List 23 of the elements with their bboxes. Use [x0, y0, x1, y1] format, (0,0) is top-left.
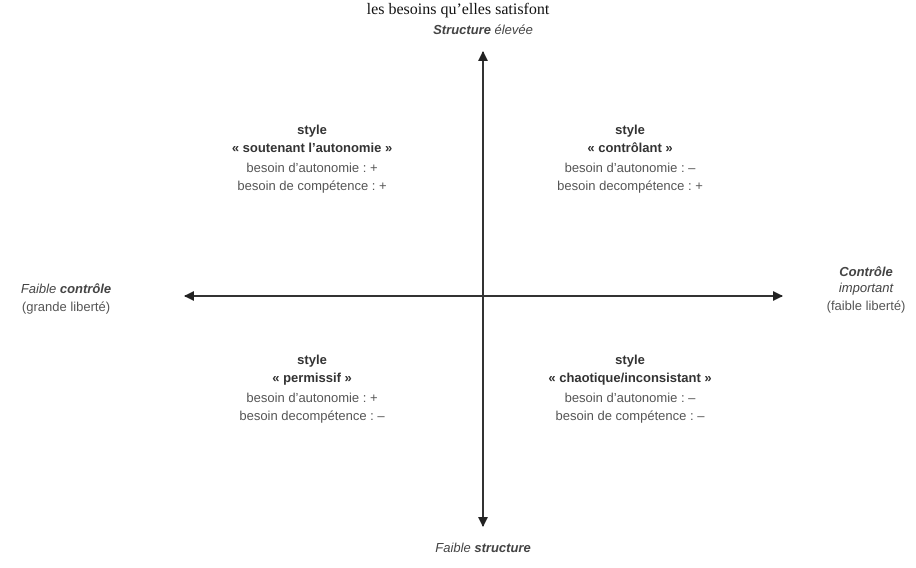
axis-note: (faible liberté) [826, 298, 906, 314]
axis-note: (grande liberté) [22, 299, 110, 315]
need-text: besoin decompétence : + [557, 178, 703, 194]
need-text: besoin d’autonomie : + [246, 160, 378, 176]
need-text: besoin d’autonomie : – [564, 390, 696, 406]
need-text: besoin de compétence : – [556, 408, 704, 424]
style-heading: style [615, 352, 645, 368]
need-text: besoin decompétence : – [239, 408, 385, 424]
style-heading: style [297, 352, 327, 368]
axis-label: Faible contrôle [20, 281, 112, 297]
style-name: « permissif » [272, 370, 352, 386]
axis-label: Faible structure [435, 540, 531, 556]
need-text: besoin de compétence : + [237, 178, 387, 194]
need-text: besoin d’autonomie : – [564, 160, 696, 176]
need-text: besoin d’autonomie : + [246, 390, 378, 406]
title-text: les besoins qu’elles satisfont [366, 0, 550, 20]
axis-label: Structure élevée [433, 22, 533, 38]
style-heading: style [297, 122, 327, 138]
style-name: « soutenant l’autonomie » [232, 140, 392, 156]
style-heading: style [615, 122, 645, 138]
style-name: « contrôlant » [587, 140, 673, 156]
axis-label: Contrôle important [838, 264, 894, 296]
style-name: « chaotique/inconsistant » [548, 370, 712, 386]
